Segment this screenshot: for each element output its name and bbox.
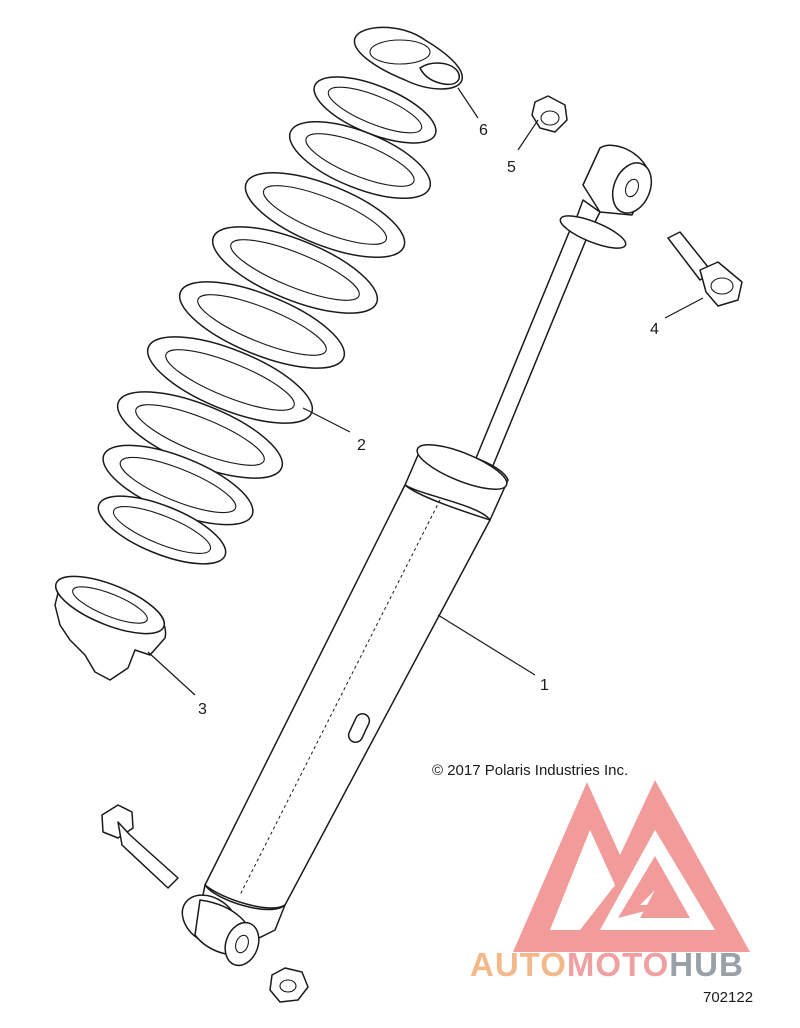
- callout-6: 6: [479, 122, 488, 139]
- spring-retainer-lower: [54, 575, 167, 681]
- figure-number: 702122: [703, 989, 754, 1006]
- nut-bottom: [269, 967, 309, 1003]
- callout-3: 3: [198, 701, 207, 718]
- leader-line-1: [437, 614, 536, 676]
- leader-line-4: [664, 297, 704, 319]
- coil-spring: [97, 76, 437, 565]
- leader-line-2: [302, 407, 351, 433]
- leader-line-3: [147, 651, 196, 696]
- spring-retainer-upper: [353, 26, 463, 90]
- watermark-moto: MOTO: [566, 946, 670, 983]
- watermark-logo: [513, 780, 750, 952]
- callout-1: 1: [540, 677, 549, 694]
- watermark-hub: HUB: [669, 946, 744, 983]
- bolt-lower: [101, 804, 179, 889]
- watermark-auto: AUTO: [470, 946, 567, 983]
- callout-4: 4: [650, 321, 659, 338]
- bolt-upper: [667, 231, 743, 307]
- watermark-text: AUTOMOTOHUB: [470, 946, 744, 984]
- callout-2: 2: [357, 437, 366, 454]
- shock-absorber: [181, 144, 653, 967]
- copyright-notice: © 2017 Polaris Industries Inc.: [432, 762, 629, 779]
- leader-line-5: [517, 119, 539, 151]
- leader-line-6: [457, 87, 479, 119]
- nut-top: [531, 95, 568, 133]
- callout-5: 5: [507, 159, 516, 176]
